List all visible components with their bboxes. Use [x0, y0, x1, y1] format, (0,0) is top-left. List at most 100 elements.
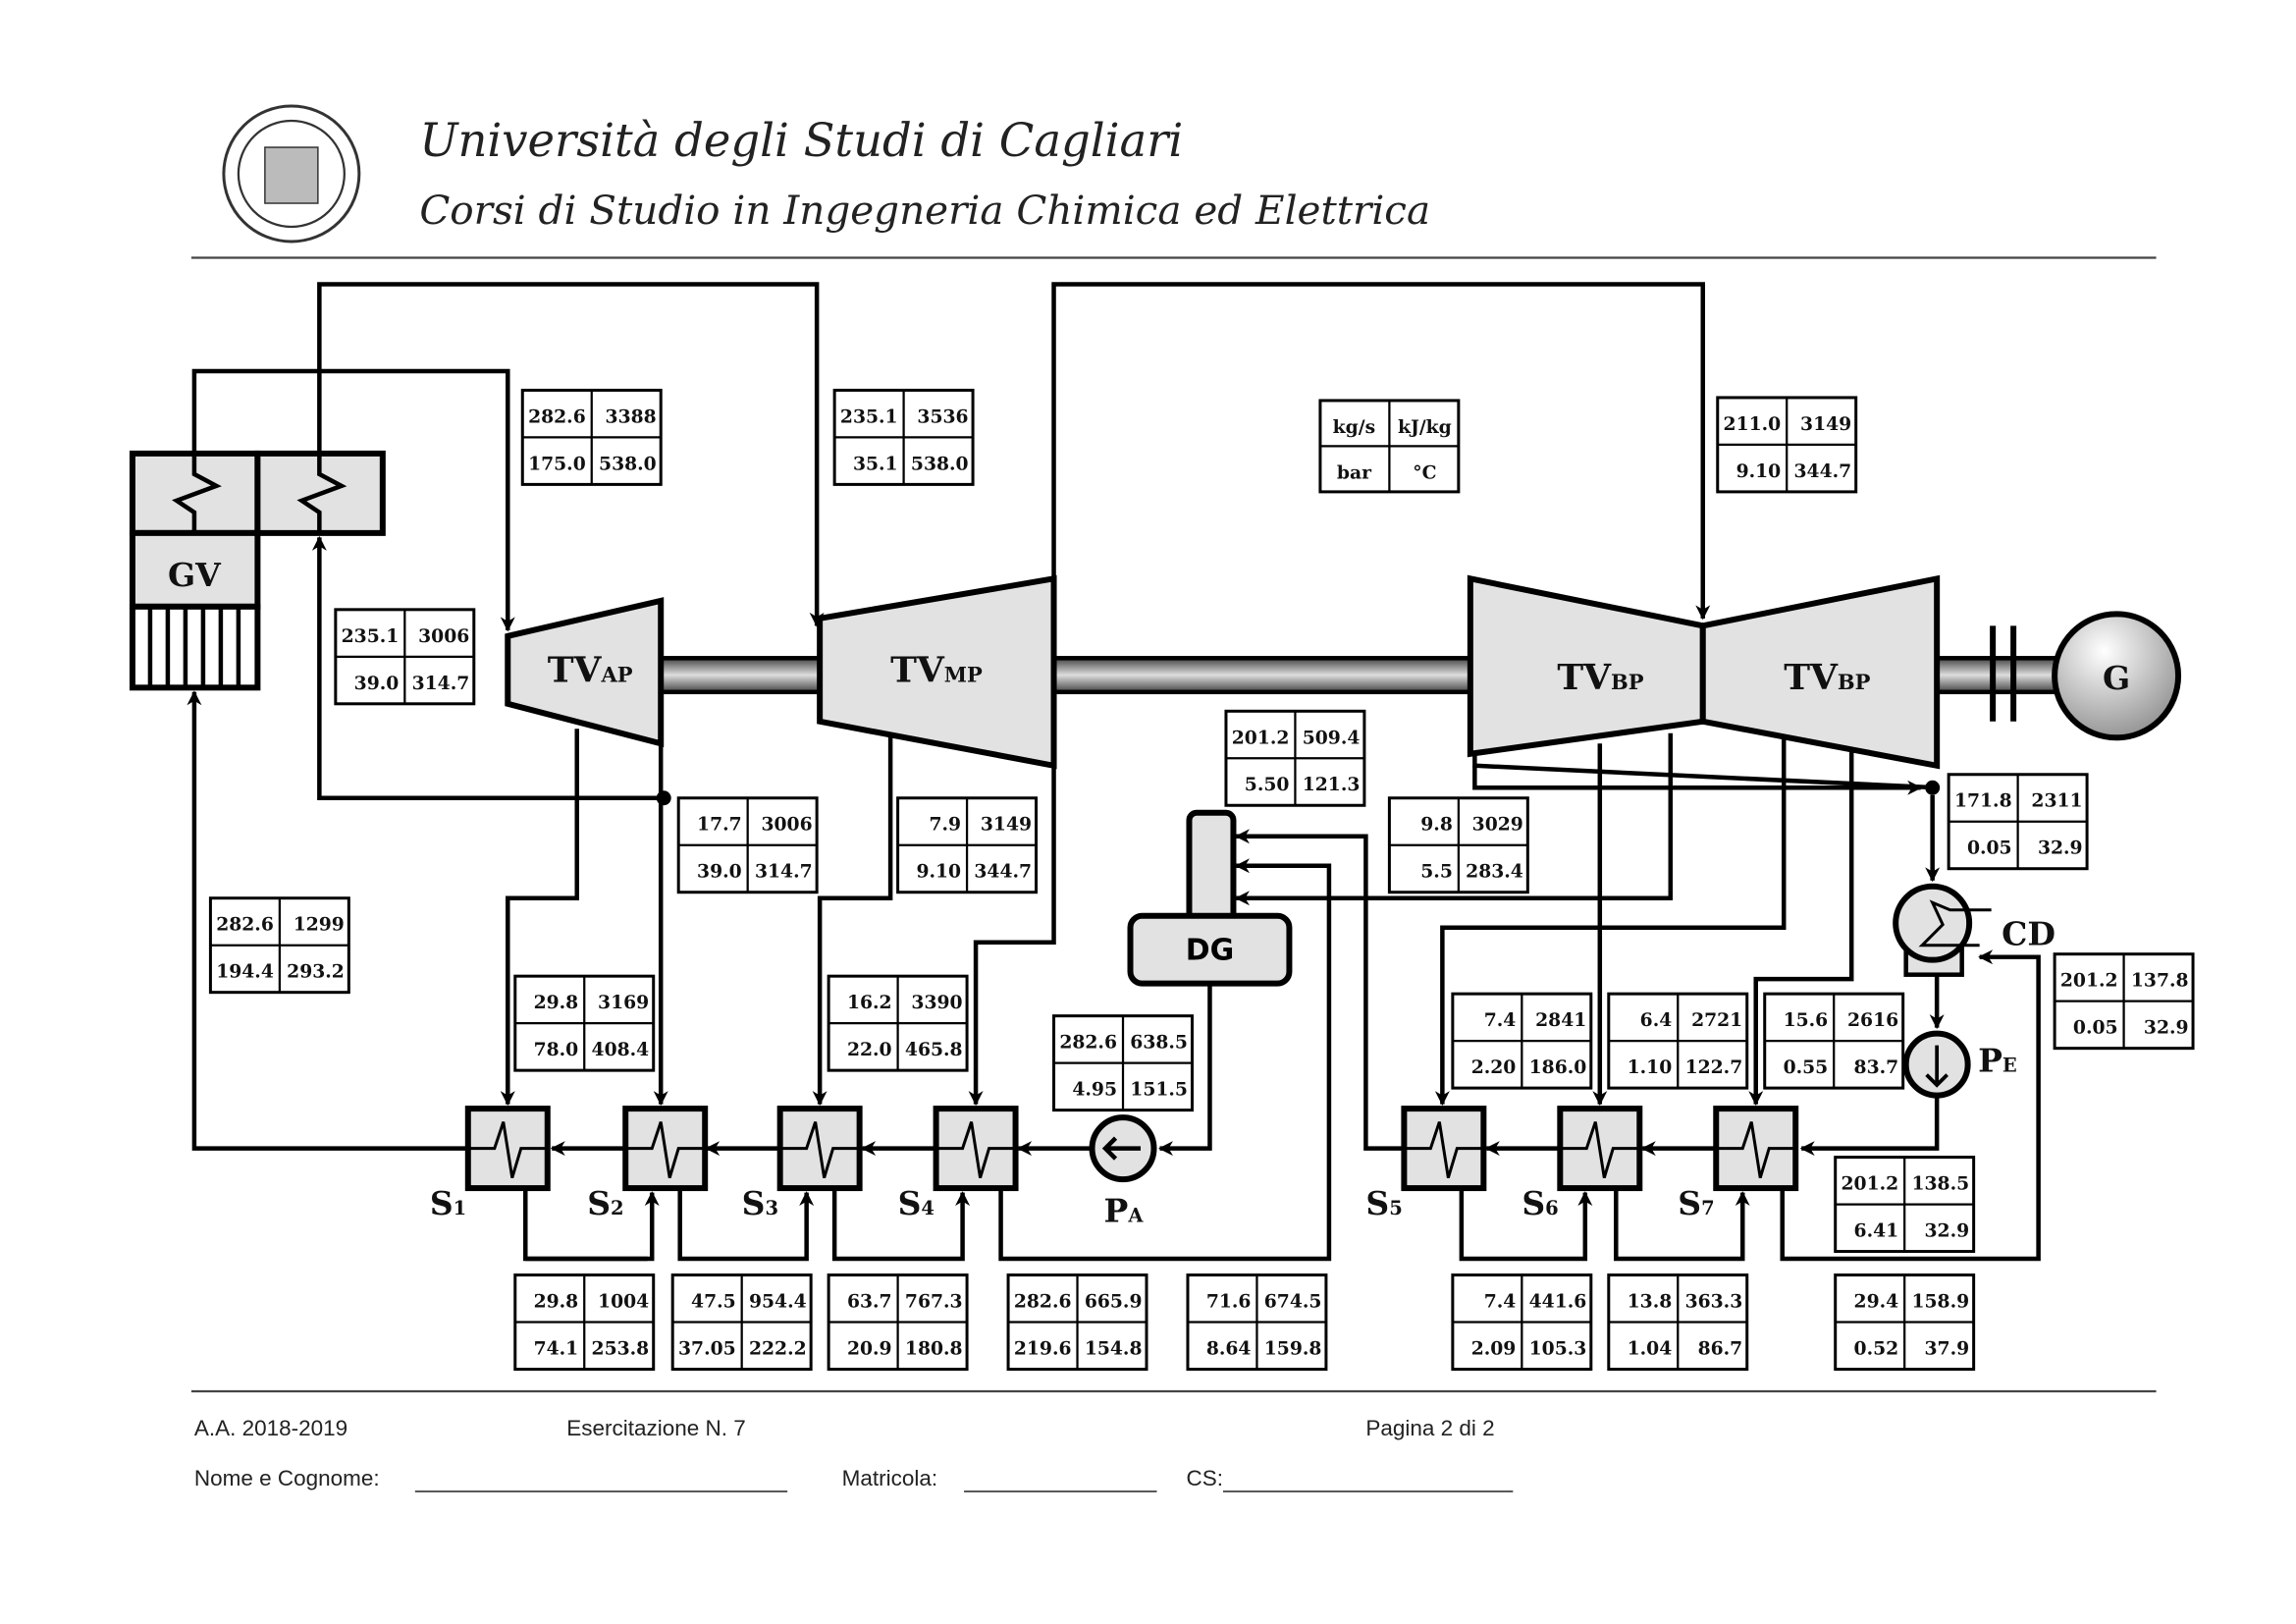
- gv-label: GV: [168, 556, 222, 594]
- pe-label: PE: [1978, 1042, 2017, 1080]
- mass-flow-value: 201.2: [2060, 970, 2118, 992]
- tv-bp2-label: TVBP: [1784, 657, 1870, 698]
- temperature-value: 37.9: [1925, 1338, 1970, 1360]
- pressure-value: 37.05: [678, 1338, 736, 1360]
- mass-flow-value: 63.7: [847, 1291, 892, 1313]
- legend-enthalpy: kJ/kg: [1398, 416, 1452, 438]
- turbine-tv-mp: TVMP: [817, 574, 1057, 770]
- pressure-value: 4.95: [1072, 1079, 1117, 1101]
- mass-flow-value: 16.2: [847, 992, 892, 1013]
- cs-label: CS:: [1186, 1466, 1222, 1490]
- enthalpy-value: 638.5: [1130, 1032, 1188, 1054]
- heater-s7: S7: [1678, 1106, 1799, 1222]
- mass-flow-value: 235.1: [342, 625, 400, 647]
- pressure-value: 39.0: [697, 861, 742, 883]
- turbine-tv-bp-1: TVBP: [1467, 574, 1706, 758]
- temperature-value: 122.7: [1685, 1056, 1743, 1078]
- enthalpy-value: 674.5: [1264, 1291, 1322, 1313]
- header-title: Università degli Studi di Cagliari: [419, 114, 1183, 167]
- mass-flow-value: 15.6: [1784, 1009, 1829, 1031]
- pa-label: PA: [1104, 1192, 1145, 1230]
- heater-label: S2: [587, 1184, 623, 1222]
- heater-label: S1: [430, 1184, 466, 1222]
- generator-label: G: [2103, 659, 2130, 697]
- name-label: Nome e Cognome:: [194, 1466, 380, 1490]
- footer-page: Pagina 2 di 2: [1365, 1416, 1494, 1440]
- enthalpy-value: 767.3: [905, 1291, 963, 1313]
- temperature-value: 465.8: [905, 1039, 963, 1060]
- temperature-value: 86.7: [1698, 1338, 1743, 1360]
- temperature-value: 180.8: [905, 1338, 963, 1360]
- pressure-value: 78.0: [534, 1039, 579, 1060]
- matricola-label: Matricola:: [842, 1466, 937, 1490]
- university-seal-logo: [222, 104, 361, 244]
- mass-flow-value: 29.8: [534, 992, 579, 1013]
- pressure-value: 39.0: [354, 673, 400, 694]
- mass-flow-value: 7.9: [929, 814, 961, 836]
- steam-generator-gv: GV: [129, 450, 386, 691]
- mass-flow-value: 201.2: [1842, 1173, 1899, 1195]
- condenser-cd: CD: [1893, 883, 2056, 977]
- tv-bp1-label: TVBP: [1557, 657, 1643, 698]
- enthalpy-value: 3388: [606, 406, 657, 427]
- enthalpy-value: 363.3: [1685, 1291, 1743, 1313]
- enthalpy-value: 665.9: [1085, 1291, 1143, 1313]
- footer-exercise: Esercitazione N. 7: [566, 1416, 745, 1440]
- heater-label: S3: [742, 1184, 778, 1222]
- temperature-value: 32.9: [2038, 838, 2083, 859]
- temperature-value: 32.9: [1925, 1220, 1970, 1242]
- pressure-value: 219.6: [1014, 1338, 1072, 1360]
- enthalpy-value: 3149: [1800, 413, 1851, 435]
- pressure-value: 0.05: [2073, 1017, 2118, 1039]
- temperature-value: 83.7: [1854, 1056, 1899, 1078]
- heater-label: S7: [1678, 1184, 1714, 1222]
- pressure-value: 6.41: [1854, 1220, 1899, 1242]
- pump-pa: PA: [1089, 1114, 1157, 1230]
- temperature-value: 186.0: [1529, 1056, 1587, 1078]
- enthalpy-value: 3006: [418, 625, 469, 647]
- legend-temperature: °C: [1413, 461, 1436, 483]
- temperature-value: 314.7: [412, 673, 470, 694]
- enthalpy-value: 3029: [1472, 814, 1523, 836]
- heater-s1: S1: [430, 1106, 551, 1222]
- enthalpy-value: 3006: [761, 814, 812, 836]
- turbine-tv-ap: TVAP: [505, 597, 665, 748]
- enthalpy-value: 2616: [1847, 1009, 1898, 1031]
- mass-flow-value: 7.4: [1484, 1291, 1517, 1313]
- mass-flow-value: 235.1: [840, 406, 898, 427]
- heater-label: S6: [1522, 1184, 1558, 1222]
- pressure-value: 2.20: [1471, 1056, 1517, 1078]
- enthalpy-value: 509.4: [1303, 727, 1361, 748]
- mass-flow-value: 29.8: [534, 1291, 579, 1313]
- enthalpy-value: 2721: [1691, 1009, 1742, 1031]
- mass-flow-value: 282.6: [528, 406, 586, 427]
- deaerator-dg: DG: [1127, 809, 1293, 987]
- mass-flow-value: 171.8: [1954, 790, 2012, 812]
- mass-flow-value: 29.4: [1854, 1291, 1899, 1313]
- enthalpy-value: 137.8: [2131, 970, 2189, 992]
- pressure-value: 175.0: [528, 453, 586, 474]
- temperature-value: 408.4: [592, 1039, 650, 1060]
- footer-year: A.A. 2018-2019: [194, 1416, 347, 1440]
- enthalpy-value: 138.5: [1911, 1173, 1969, 1195]
